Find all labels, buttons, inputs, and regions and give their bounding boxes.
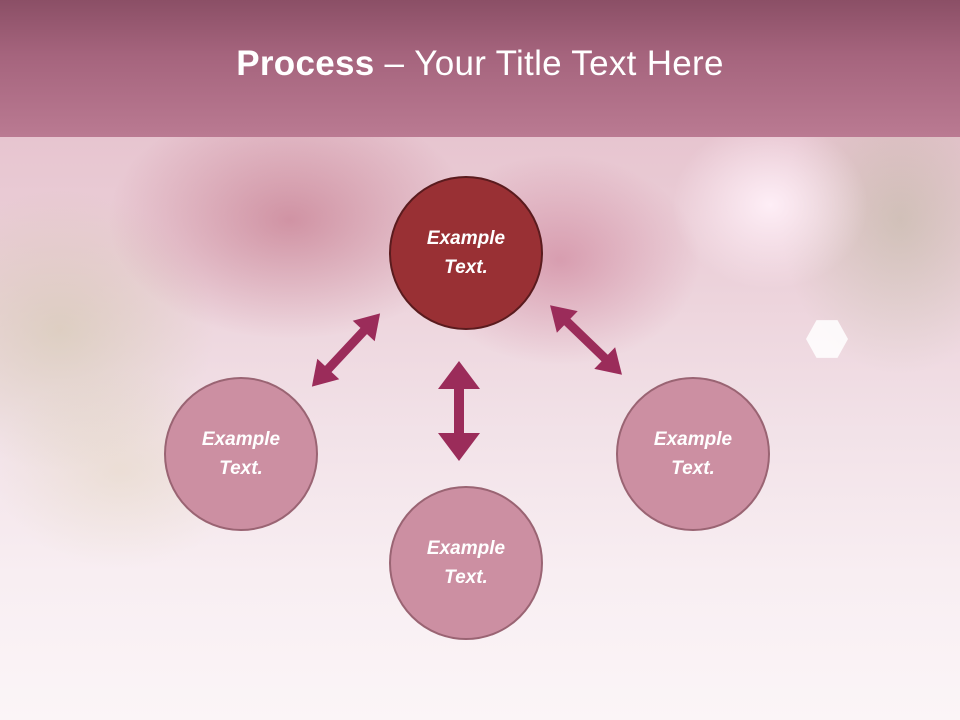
node-bottom-line1: Example: [426, 538, 506, 559]
node-bottom-line2: Text.: [444, 567, 488, 588]
node-top-line1: Example: [426, 228, 506, 249]
node-left-line1: Example: [201, 429, 281, 450]
node-left: Example Text.: [164, 377, 318, 531]
node-bottom: Example Text.: [389, 486, 543, 640]
slide-title: Process–Your Title Text Here: [236, 44, 724, 84]
node-left-line2: Text.: [219, 458, 263, 479]
node-top-line2: Text.: [444, 257, 488, 278]
double-arrow-left: [311, 313, 381, 387]
title-bold: Process: [236, 43, 375, 83]
title-bar: Process–Your Title Text Here: [0, 0, 960, 137]
double-arrow-vertical: [438, 361, 480, 461]
double-arrow-right: [550, 305, 622, 375]
node-right: Example Text.: [616, 377, 770, 531]
title-rest: Your Title Text Here: [414, 43, 724, 83]
node-right-line1: Example: [653, 429, 733, 450]
title-separator: –: [384, 43, 405, 83]
node-right-line2: Text.: [671, 458, 715, 479]
node-top: Example Text.: [389, 176, 543, 330]
